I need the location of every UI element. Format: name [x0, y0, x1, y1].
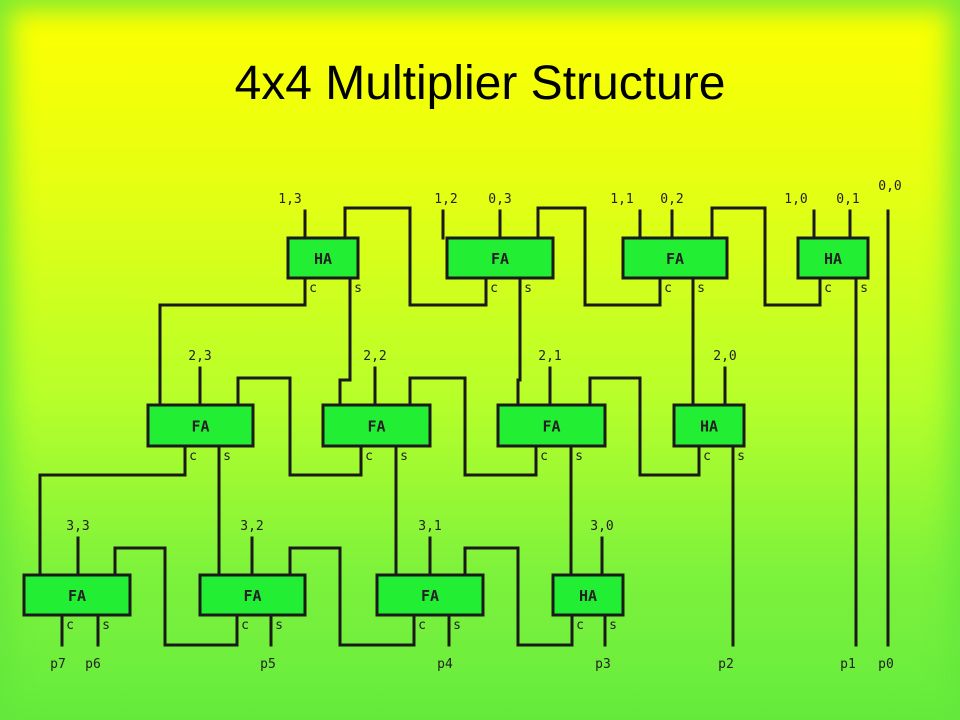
carry-port-label: c [309, 281, 317, 296]
wire [158, 276, 307, 407]
cell-type-label: HA [700, 418, 718, 436]
carry-port-label: c [703, 449, 711, 464]
sum-port-label: s [223, 449, 231, 464]
input-label: 3,2 [240, 519, 263, 534]
input-label: 1,1 [610, 192, 633, 207]
wire [338, 378, 352, 407]
sum-port-label: s [275, 618, 283, 633]
cell-ha-box [796, 236, 870, 280]
cell-type-label: HA [824, 250, 842, 268]
cell-fa-box [146, 403, 255, 448]
output-label-p0: p0 [878, 657, 894, 672]
output-label-p7: p7 [50, 657, 66, 672]
wire [113, 546, 239, 647]
input-label: 0,1 [836, 192, 859, 207]
carry-port-label: c [66, 618, 74, 633]
carry-port-label: c [490, 281, 498, 296]
input-label: 0,3 [488, 192, 511, 207]
cell-ha-box [672, 403, 746, 448]
cell-ha-box [551, 573, 625, 617]
cell-type-label: HA [579, 587, 597, 605]
wires [38, 206, 890, 647]
input-label: 2,3 [188, 349, 211, 364]
carry-port-label: c [241, 618, 249, 633]
carry-port-label: c [189, 449, 197, 464]
page-title: 4x4 Multiplier Structure [234, 57, 726, 110]
cell-fa-box [621, 236, 729, 280]
cell-fa-box [22, 573, 132, 617]
input-label: 3,3 [66, 519, 89, 534]
output-label-p1: p1 [840, 657, 856, 672]
cell-ha-box [286, 236, 360, 280]
carry-port-label: c [664, 281, 672, 296]
input-label: 1,3 [278, 192, 301, 207]
sum-port-label: s [524, 281, 532, 296]
labels: c s c s c s c s c s c s c s c s c s c s c s c s 1,3 1,2 0,3 1,1 0,2 1… [50, 179, 902, 672]
cell-type-label: FA [666, 250, 684, 268]
carry-port-label: c [365, 449, 373, 464]
cell-type-label: HA [314, 250, 332, 268]
wire [516, 378, 522, 407]
input-label: 2,0 [713, 349, 736, 364]
sum-port-label: s [860, 281, 868, 296]
output-label-p4: p4 [437, 657, 453, 672]
input-label: 1,2 [434, 192, 457, 207]
cell-type-label: FA [491, 250, 509, 268]
cell-fa-box [198, 573, 307, 617]
cell-fa-box [321, 403, 432, 448]
cell-type-label: FA [191, 418, 209, 436]
sum-port-label: s [400, 449, 408, 464]
cell-type-label: FA [367, 418, 385, 436]
cell-fa-box [496, 403, 607, 448]
cell-type-label: FA [542, 418, 560, 436]
sum-port-label: s [737, 449, 745, 464]
carry-port-label: c [540, 449, 548, 464]
wire [588, 376, 701, 477]
output-label-p5: p5 [260, 657, 276, 672]
cell-type-label: FA [68, 587, 86, 605]
sum-port-label: s [575, 449, 583, 464]
input-label: 1,0 [784, 192, 807, 207]
sum-port-label: s [354, 281, 362, 296]
cell-fa-box [445, 236, 555, 280]
carry-port-label: c [576, 618, 584, 633]
output-label-p6: p6 [85, 657, 101, 672]
output-label-p3: p3 [595, 657, 611, 672]
sum-port-label: s [102, 618, 110, 633]
wire [288, 546, 416, 647]
cells: HA FA FA HA FA FA FA HA FA FA FA HA [22, 236, 870, 617]
wire [463, 546, 574, 647]
output-label-p2: p2 [718, 657, 734, 672]
sum-port-label: s [453, 618, 461, 633]
wire [38, 444, 187, 577]
wire [710, 206, 822, 307]
carry-port-label: c [418, 618, 426, 633]
input-label: 2,1 [538, 349, 561, 364]
carry-port-label: c [824, 281, 832, 296]
input-label: 3,1 [418, 519, 441, 534]
sum-port-label: s [609, 618, 617, 633]
cell-fa-box [375, 573, 485, 617]
wire [536, 206, 662, 307]
input-label-0-0: 0,0 [878, 179, 901, 194]
wire [408, 376, 538, 477]
input-label: 3,0 [590, 519, 613, 534]
cell-type-label: FA [421, 587, 439, 605]
sum-port-label: s [697, 281, 705, 296]
input-label: 0,2 [660, 192, 683, 207]
wire [236, 376, 363, 477]
wire [343, 206, 488, 307]
input-label: 2,2 [363, 349, 386, 364]
cell-type-label: FA [243, 587, 261, 605]
